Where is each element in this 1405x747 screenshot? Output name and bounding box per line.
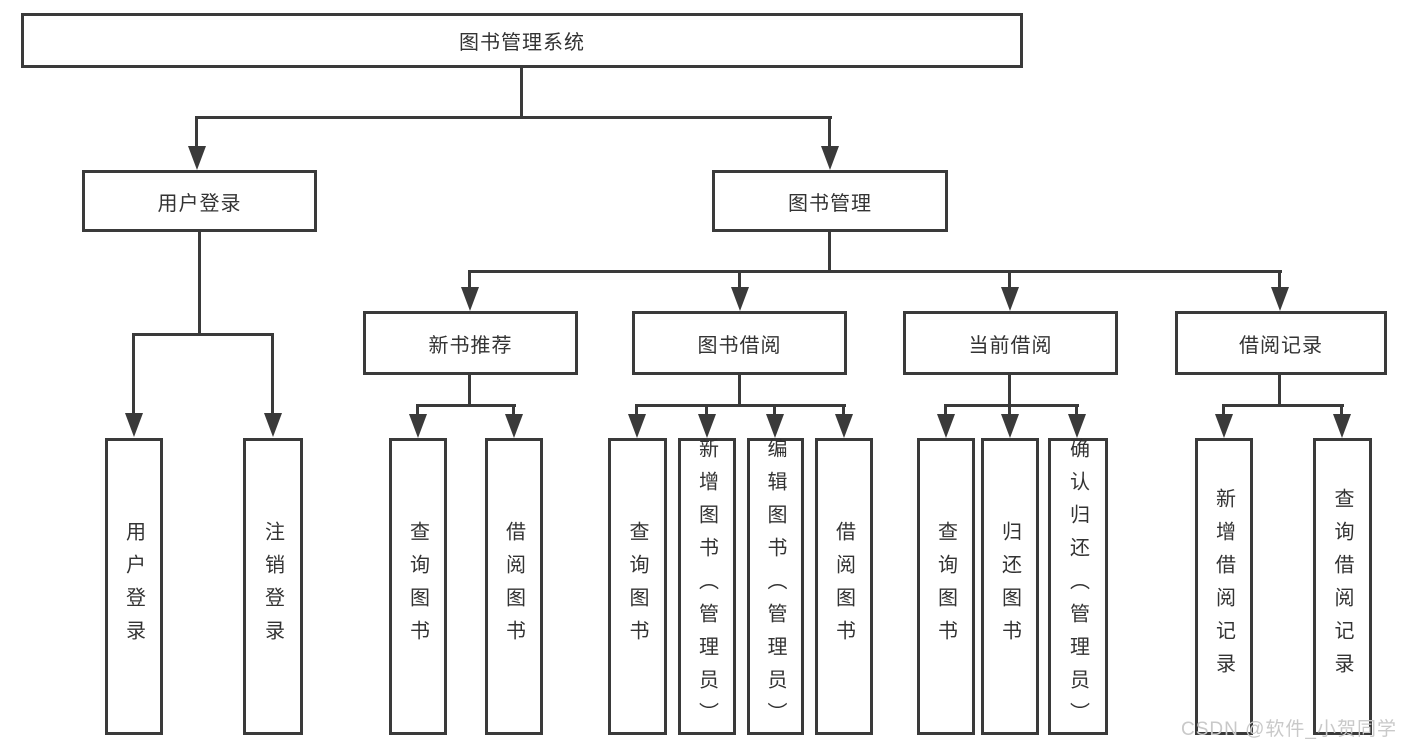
edge-stem [1008,375,1011,406]
node-root-library-management-system: 图书管理系统 [21,13,1023,68]
arrow-down-icon [937,414,955,438]
edge-user-login-drop [195,118,198,148]
edge-rail [416,404,516,407]
arrow-down-icon [766,414,784,438]
edge-drop [1340,406,1343,416]
edge-stem [1278,375,1281,406]
leaf-query-books-current: 查询图书 [917,438,975,735]
arrow-down-icon [1215,414,1233,438]
edge-drop [132,335,135,415]
leaf-query-books-recommend: 查询图书 [389,438,447,735]
edge-rail [944,404,1079,407]
leaf-borrow-books-recommend: 借阅图书 [485,438,543,735]
arrow-down-icon [835,414,853,438]
arrow-down-icon [1001,287,1019,311]
edge-drop [1222,406,1225,416]
edge-book-mgmt-stem [828,232,831,272]
edge-level2-rail [195,116,832,119]
leaf-query-borrow-record: 查询借阅记录 [1313,438,1372,735]
leaf-user-login: 用户登录 [105,438,163,735]
edge-drop [635,406,638,416]
arrow-down-icon [409,414,427,438]
node-new-book-recommendation: 新书推荐 [363,311,578,375]
arrow-down-icon [1001,414,1019,438]
leaf-edit-books-admin: 编辑图书（管理员） [747,438,804,735]
edge-drop [1075,406,1078,416]
leaf-return-books: 归还图书 [981,438,1039,735]
arrow-down-icon [188,146,206,170]
edge-rail [635,404,846,407]
node-borrowing-records: 借阅记录 [1175,311,1387,375]
edge-user-login-stem [198,232,201,335]
arrow-down-icon [1068,414,1086,438]
leaf-query-books-borrowing: 查询图书 [608,438,667,735]
edge-drop [705,406,708,416]
edge-drop [416,406,419,416]
edge-drop [512,406,515,416]
edge-drop [773,406,776,416]
arrow-down-icon [821,146,839,170]
edge-level3-rail [468,270,1282,273]
edge-user-login-rail [132,333,274,336]
edge-drop [944,406,947,416]
edge-rail [1222,404,1344,407]
leaf-add-books-admin: 新增图书（管理员） [678,438,736,735]
edge-drop [1008,406,1011,416]
leaf-logout: 注销登录 [243,438,303,735]
leaf-borrow-books-borrowing: 借阅图书 [815,438,873,735]
arrow-down-icon [698,414,716,438]
edge-root-stem [520,68,523,118]
leaf-add-borrow-record: 新增借阅记录 [1195,438,1253,735]
edge-stem [468,375,471,406]
arrow-down-icon [505,414,523,438]
leaf-confirm-return-admin: 确认归还（管理员） [1048,438,1108,735]
edge-drop [468,272,471,289]
edge-drop [1008,272,1011,289]
arrow-down-icon [461,287,479,311]
edge-drop [1278,272,1281,289]
node-current-borrowing: 当前借阅 [903,311,1118,375]
edge-stem [738,375,741,406]
node-book-borrowing: 图书借阅 [632,311,847,375]
node-user-login: 用户登录 [82,170,317,232]
edge-book-mgmt-drop [828,118,831,148]
arrow-down-icon [125,413,143,437]
edge-drop [738,272,741,289]
edge-drop [842,406,845,416]
arrow-down-icon [1333,414,1351,438]
arrow-down-icon [628,414,646,438]
arrow-down-icon [731,287,749,311]
csdn-watermark: CSDN @软件_小贺同学 [1181,719,1397,740]
arrow-down-icon [264,413,282,437]
node-book-management: 图书管理 [712,170,948,232]
edge-drop [271,335,274,415]
arrow-down-icon [1271,287,1289,311]
